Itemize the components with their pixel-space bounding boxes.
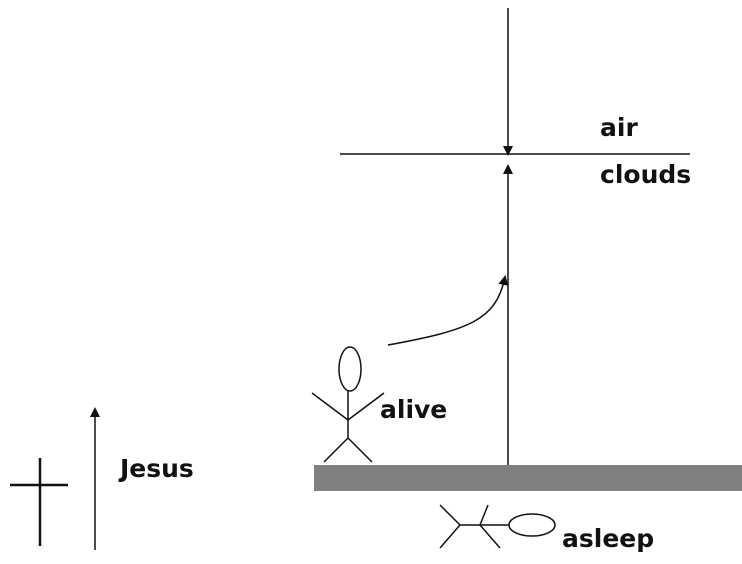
alive-figure-head <box>338 346 362 392</box>
asleep-figure-head <box>508 513 556 537</box>
asleep-figure <box>439 504 556 549</box>
caught-up-arrow <box>387 275 509 346</box>
label-air: air <box>600 113 638 142</box>
label-jesus: Jesus <box>118 454 194 483</box>
label-alive: alive <box>380 395 447 424</box>
cross-icon <box>10 458 68 546</box>
label-asleep: asleep <box>562 524 654 553</box>
label-clouds: clouds <box>600 160 691 189</box>
ground-bar <box>314 465 742 491</box>
alive-figure <box>311 346 385 463</box>
